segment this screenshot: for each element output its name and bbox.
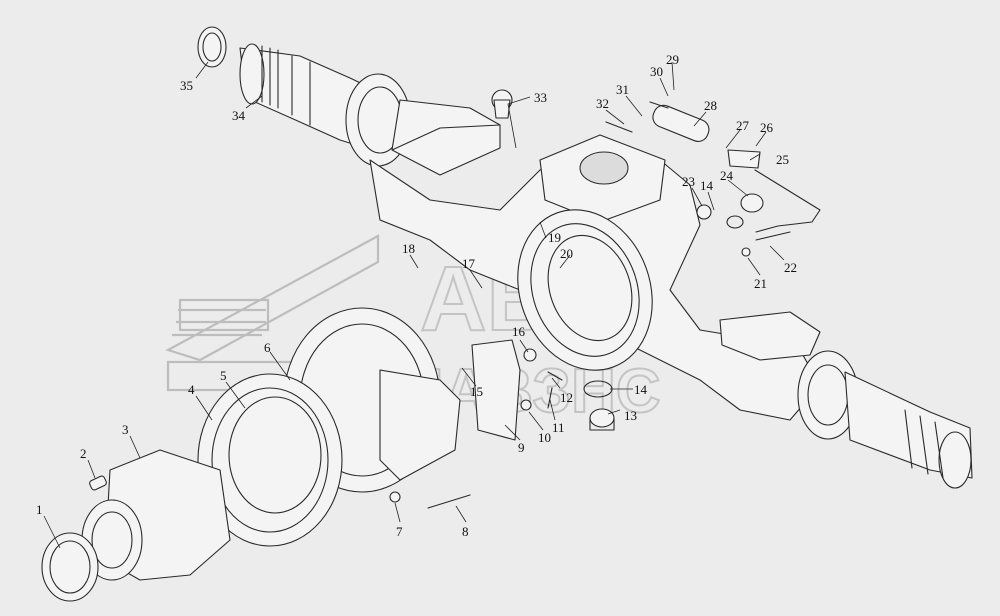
leader-lines: [43, 61, 785, 549]
snap-ring-35: [197, 26, 227, 68]
callout-29: 29: [666, 52, 679, 67]
callout-14-lower: 14: [634, 382, 648, 397]
axle-housing: [239, 43, 973, 489]
callout-30: 30: [650, 64, 663, 79]
callout-20: 20: [560, 246, 573, 261]
callout-32: 32: [596, 96, 609, 111]
callout-14-upper: 14: [700, 178, 714, 193]
callout-10: 10: [538, 430, 551, 445]
callout-22: 22: [784, 260, 797, 275]
front-cover-group: [41, 373, 343, 602]
callout-16: 16: [512, 324, 526, 339]
callout-11: 11: [552, 420, 565, 435]
callout-31: 31: [616, 82, 629, 97]
callout-labels: 1 2 3 4 5 6 7 8 9 10 11 12 13 14 14 15 1…: [36, 52, 797, 539]
callout-25: 25: [776, 152, 789, 167]
callout-9: 9: [518, 440, 525, 455]
callout-4: 4: [188, 382, 195, 397]
callout-27: 27: [736, 118, 750, 133]
callout-24: 24: [720, 168, 734, 183]
callout-19: 19: [548, 230, 561, 245]
callout-8: 8: [462, 524, 469, 539]
callout-13: 13: [624, 408, 637, 423]
callout-7: 7: [396, 524, 403, 539]
callout-34: 34: [232, 108, 246, 123]
callout-28: 28: [704, 98, 717, 113]
drain-plug-group: [583, 380, 615, 431]
callout-15: 15: [470, 384, 483, 399]
callout-5: 5: [220, 368, 227, 383]
callout-17: 17: [462, 256, 476, 271]
callout-3: 3: [122, 422, 129, 437]
callout-12: 12: [560, 390, 573, 405]
callout-2: 2: [80, 446, 87, 461]
callout-18: 18: [402, 241, 415, 256]
callout-1: 1: [36, 502, 43, 517]
callout-6: 6: [264, 340, 271, 355]
brake-lever-assembly: [491, 89, 821, 257]
callout-23: 23: [682, 174, 695, 189]
callout-21: 21: [754, 276, 767, 291]
callout-26: 26: [760, 120, 774, 135]
callout-33: 33: [534, 90, 547, 105]
callout-35: 35: [180, 78, 193, 93]
